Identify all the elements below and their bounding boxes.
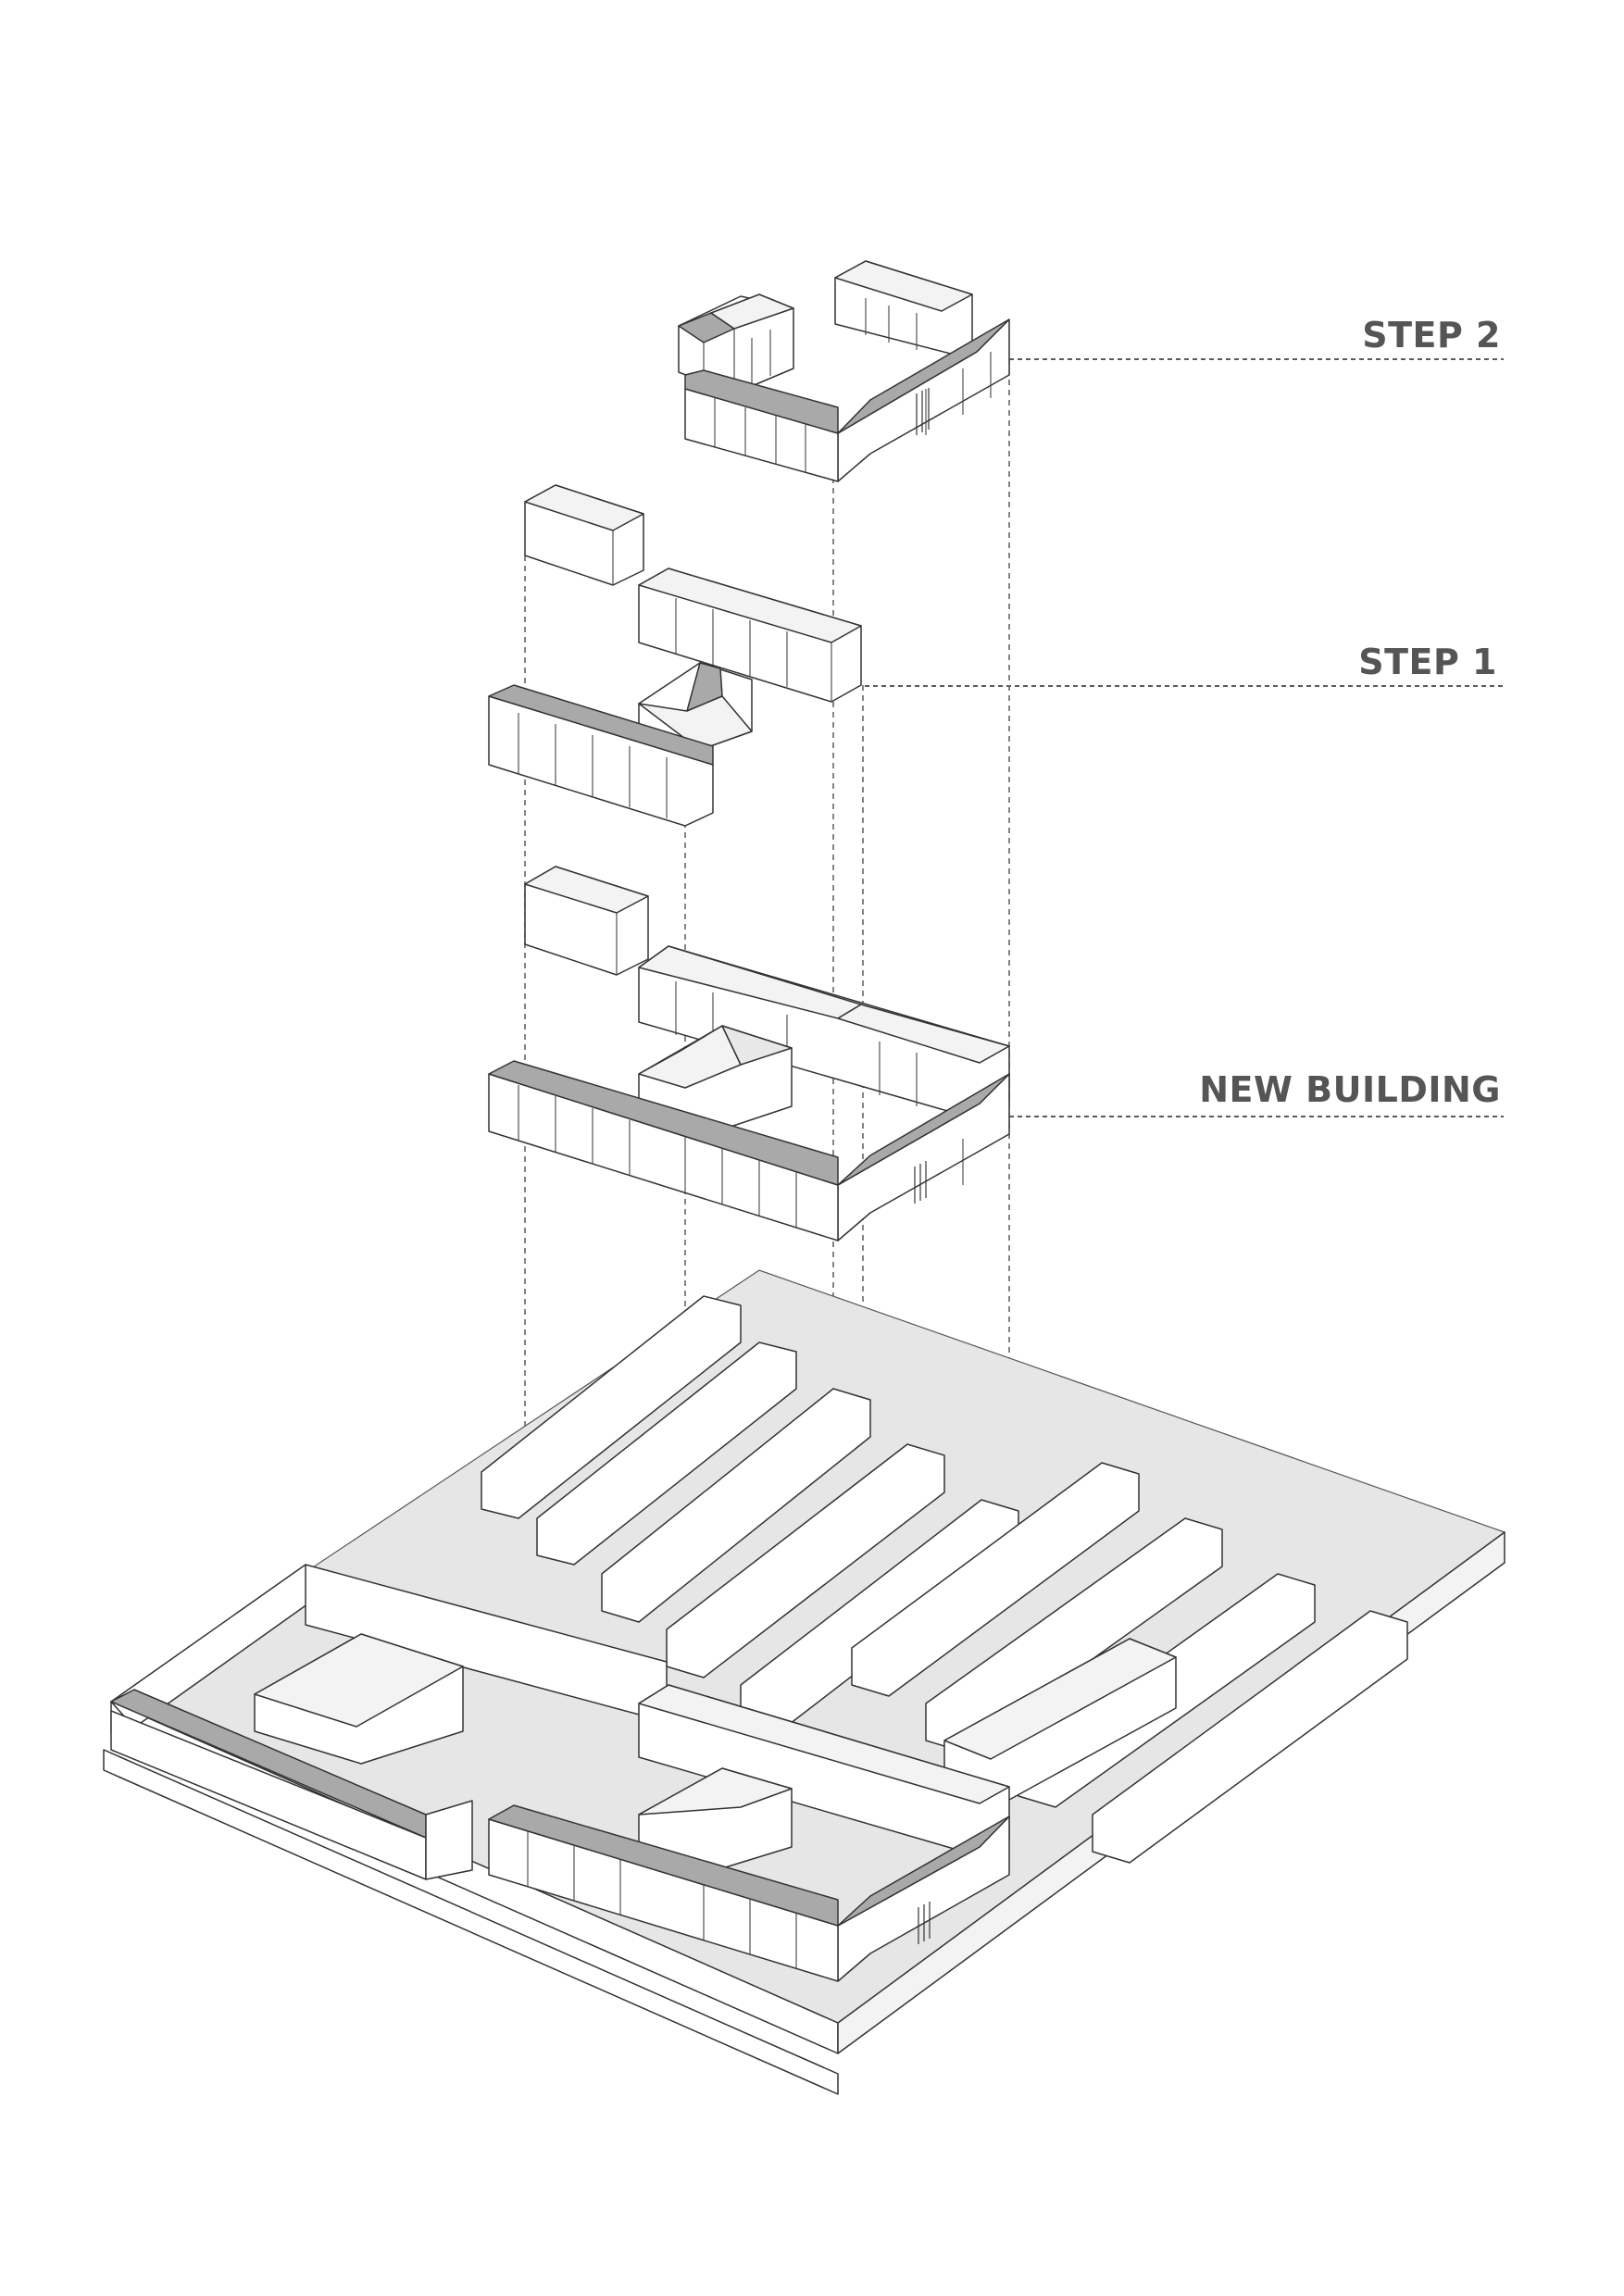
site-left-complex [110,1564,668,1880]
site-model [103,1269,1506,2095]
site-houses [481,1295,1408,1864]
label-new-building: NEW BUILDING [1199,1069,1501,1110]
step1-building [488,484,862,827]
label-step-1: STEP 1 [1358,642,1497,682]
leader-lines [865,358,1504,1117]
site-courtyard [488,1684,1010,1982]
label-step-2: STEP 2 [1362,315,1501,356]
new-building [488,866,1010,1242]
step2-building [678,260,1010,482]
